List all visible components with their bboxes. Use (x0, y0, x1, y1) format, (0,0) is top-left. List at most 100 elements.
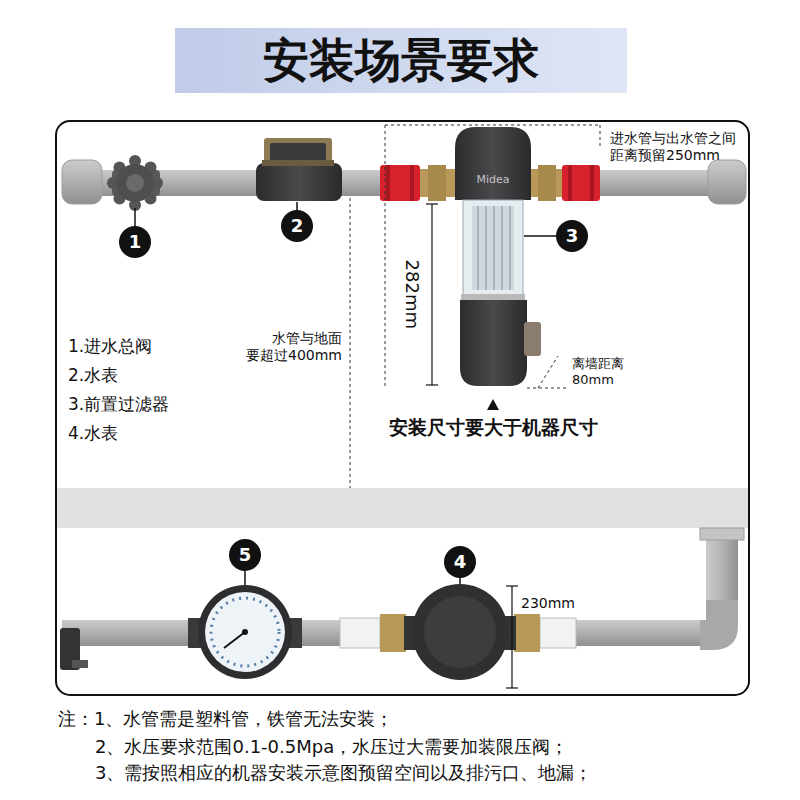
dimension-line (431, 204, 432, 385)
callout-circle (229, 539, 261, 571)
part-name: 1.进水总阀 (68, 336, 152, 357)
prefilter (463, 200, 523, 296)
prefilter (460, 300, 527, 386)
part-name: 2.水表 (68, 365, 118, 386)
water-meter (540, 618, 576, 648)
brand-logo: Midea (476, 173, 509, 187)
top-pipe (62, 160, 102, 204)
callout-circle (556, 220, 588, 252)
dimension-label: 282mm (401, 259, 424, 328)
guide-lines (385, 125, 600, 126)
prefilter (509, 206, 511, 290)
pointer-triangle (487, 399, 499, 410)
prefilter (562, 165, 600, 201)
prefilter (410, 165, 414, 201)
bottom-pipe (700, 528, 744, 540)
callout-circle (119, 226, 151, 258)
top-pipe (62, 160, 746, 204)
water-meter (340, 584, 576, 680)
guide-lines (538, 356, 558, 388)
dimension-line (426, 204, 438, 385)
guide-lines (350, 125, 600, 488)
footnote: 2、水压要求范围0.1-0.5Mpa，水压过大需要加装限压阀； (95, 736, 568, 759)
callout-number: 5 (239, 544, 252, 567)
callout-circle (281, 210, 313, 242)
prefilter (386, 165, 390, 201)
callout-leader (459, 578, 461, 584)
pressure-gauge (188, 585, 302, 679)
prefilter (428, 165, 446, 201)
prefilter (538, 165, 556, 201)
inlet-valve (107, 155, 163, 211)
footnote: 3、需按照相应的机器安装示意图预留空间以及排污口、地漏； (95, 762, 592, 785)
water-meter (514, 614, 540, 652)
callout-circle (119, 210, 588, 578)
dimension-line (426, 384, 438, 385)
guide-lines (350, 198, 351, 488)
panel (56, 121, 749, 695)
prefilter (590, 165, 594, 201)
callout-leader (134, 208, 136, 226)
water-meter (340, 618, 380, 648)
callout-number: 4 (454, 551, 467, 574)
top-pipe (708, 160, 746, 204)
prefilter (472, 206, 514, 290)
dimension-line (506, 586, 518, 688)
water-meter (262, 160, 334, 166)
water-meter (256, 138, 342, 201)
panel (57, 488, 748, 528)
guide-lines (527, 388, 566, 389)
callout-leader (135, 202, 556, 585)
part-name: 3.前置过滤器 (68, 394, 169, 415)
callout-leader (524, 235, 556, 237)
pressure-gauge (242, 629, 248, 635)
prefilter (380, 165, 420, 201)
prefilter (455, 127, 531, 200)
pressure-gauge (205, 592, 285, 672)
page-title: 安装场景要求 (263, 32, 539, 90)
callout-leader (244, 571, 246, 585)
prefilter (485, 206, 487, 290)
dimension-note: 进水管与出水管之间 距离预留250mm (610, 130, 736, 165)
inlet-valve (116, 164, 154, 202)
inlet-valve (126, 174, 144, 192)
pressure-gauge (198, 585, 292, 679)
water-meter (412, 584, 508, 680)
prefilter (501, 206, 503, 290)
dimension-note: 水管与地面 要超过400mm (246, 330, 342, 365)
callout-leader (296, 202, 298, 210)
pressure-gauge (211, 598, 279, 666)
guide-lines (600, 125, 601, 146)
install-note: 安装尺寸要大于机器尺寸 (389, 416, 598, 440)
dimension-line (506, 585, 518, 586)
callout-number: 2 (291, 215, 304, 238)
prefilter (568, 165, 572, 201)
callout-number: 1 (129, 231, 142, 254)
part-name: 4.水表 (68, 423, 118, 444)
callout-circle (444, 546, 476, 578)
panel (56, 121, 749, 695)
water-meter (256, 163, 342, 201)
water-meter (270, 143, 326, 161)
prefilter (380, 127, 600, 386)
dimension-line (506, 687, 518, 688)
guide-lines (385, 125, 386, 386)
callout-number: 3 (566, 225, 579, 248)
prefilter (524, 322, 541, 356)
prefilter (493, 206, 495, 290)
bottom-pipe (72, 660, 88, 668)
pressure-gauge (224, 632, 245, 648)
water-meter (424, 596, 496, 668)
bottom-pipe (700, 600, 738, 650)
dimension-line (511, 586, 512, 688)
footnote: 注：1、水管需是塑料管，铁管无法安装； (58, 708, 393, 731)
dimension-line (426, 203, 438, 204)
title-banner (175, 28, 627, 93)
bottom-pipe (60, 528, 744, 670)
dimension-label: 230mm (521, 595, 575, 613)
prefilter (461, 294, 525, 301)
title-banner (175, 28, 627, 93)
dimension-note: 离墙距离 80mm (572, 356, 624, 389)
water-meter (380, 614, 406, 652)
